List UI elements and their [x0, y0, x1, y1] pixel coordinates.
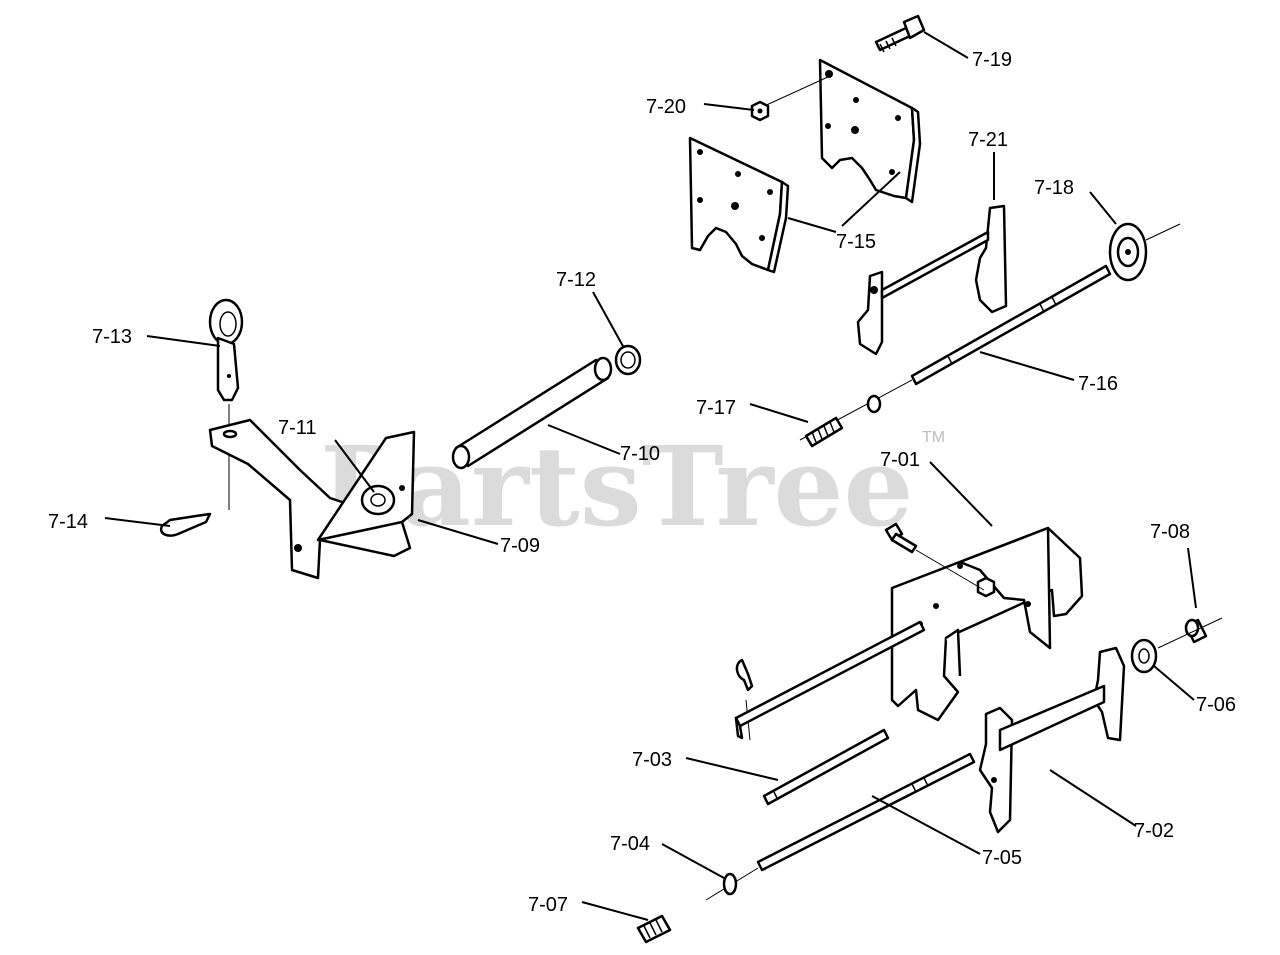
shaft-7-16[interactable]	[910, 264, 1112, 386]
clip-7-14[interactable]	[159, 512, 212, 537]
label-7-15: 7-15	[836, 231, 876, 253]
label-7-04: 7-04	[610, 833, 650, 855]
nut-7-20[interactable]	[750, 100, 770, 122]
leader-7-14	[104, 517, 171, 527]
label-7-20: 7-20	[646, 96, 686, 118]
leader-7-01	[929, 461, 993, 527]
label-7-09: 7-09	[500, 535, 540, 557]
spring-7-17[interactable]	[804, 416, 844, 448]
label-7-08: 7-08	[1150, 521, 1190, 543]
leader-7-07	[581, 901, 649, 921]
label-7-06: 7-06	[1196, 694, 1236, 716]
label-7-12: 7-12	[556, 269, 596, 291]
label-7-02: 7-02	[1134, 820, 1174, 842]
spacer-7-06[interactable]	[1130, 638, 1158, 674]
leader-7-03	[685, 757, 779, 781]
clip-7-17b[interactable]	[866, 394, 882, 414]
washer-7-04[interactable]	[722, 872, 738, 896]
label-7-19: 7-19	[972, 49, 1012, 71]
label-7-18: 7-18	[1034, 177, 1074, 199]
label-7-21: 7-21	[968, 129, 1008, 151]
label-7-10: 7-10	[620, 443, 660, 465]
leader-7-04	[661, 843, 725, 879]
pin-7-13[interactable]	[208, 298, 244, 402]
leader-lines	[104, 31, 1197, 921]
leader-7-12	[592, 291, 625, 349]
leader-7-15a	[787, 217, 837, 233]
bracket-plate-front[interactable]	[688, 136, 790, 274]
leader-7-13	[146, 335, 221, 347]
cotter-pin[interactable]	[735, 658, 754, 692]
spacer-7-11[interactable]	[360, 484, 396, 516]
label-7-16: 7-16	[1078, 373, 1118, 395]
leader-7-09	[417, 519, 499, 545]
label-7-07: 7-07	[528, 894, 568, 916]
leader-7-05	[871, 795, 981, 855]
label-7-11: 7-11	[278, 417, 317, 439]
leader-7-08	[1187, 547, 1197, 609]
housing-bolt-axis	[915, 549, 985, 591]
lever-7-02[interactable]	[978, 646, 1126, 834]
label-7-14: 7-14	[48, 511, 88, 533]
housing-7-01[interactable]	[890, 526, 1084, 722]
label-7-13: 7-13	[92, 326, 132, 348]
leader-7-15b	[841, 171, 901, 227]
watermark-trademark: TM	[922, 429, 945, 446]
hitch-bracket-7-09[interactable]	[208, 418, 416, 580]
bracket-plate-rear[interactable]	[818, 58, 922, 204]
leader-7-16	[979, 351, 1075, 381]
leader-7-11	[334, 439, 375, 493]
leader-7-19	[923, 31, 969, 59]
axle-7-10[interactable]	[451, 356, 613, 470]
bolt-7-01b[interactable]	[884, 522, 918, 554]
leader-7-20	[703, 103, 755, 111]
rod-7-03[interactable]	[762, 728, 890, 806]
part-labels: 7-13 7-12 7-10 7-11 7-14 7-09 7-19 7-20 …	[48, 49, 1236, 916]
leader-7-06	[1153, 665, 1195, 701]
ring-7-12[interactable]	[614, 344, 642, 376]
label-7-03: 7-03	[632, 749, 672, 771]
bushing-7-08[interactable]	[1184, 618, 1208, 644]
label-7-05: 7-05	[982, 847, 1022, 869]
wheel-7-18[interactable]	[1108, 222, 1148, 282]
spacer-axis	[1157, 617, 1223, 649]
set-screw-7-07[interactable]	[636, 914, 672, 944]
leader-7-18	[1089, 191, 1117, 225]
rod-7-05[interactable]	[756, 752, 976, 872]
leader-7-10	[547, 424, 621, 455]
bolt-axis	[759, 75, 831, 109]
rod-upper[interactable]	[734, 620, 926, 740]
lever-7-21[interactable]	[856, 204, 1008, 356]
label-7-01: 7-01	[880, 449, 920, 471]
bolt-7-19[interactable]	[874, 14, 926, 53]
label-7-17: 7-17	[696, 397, 736, 419]
leader-7-17	[749, 403, 809, 423]
wheel-axis	[1145, 223, 1181, 241]
leader-7-02	[1049, 769, 1137, 827]
